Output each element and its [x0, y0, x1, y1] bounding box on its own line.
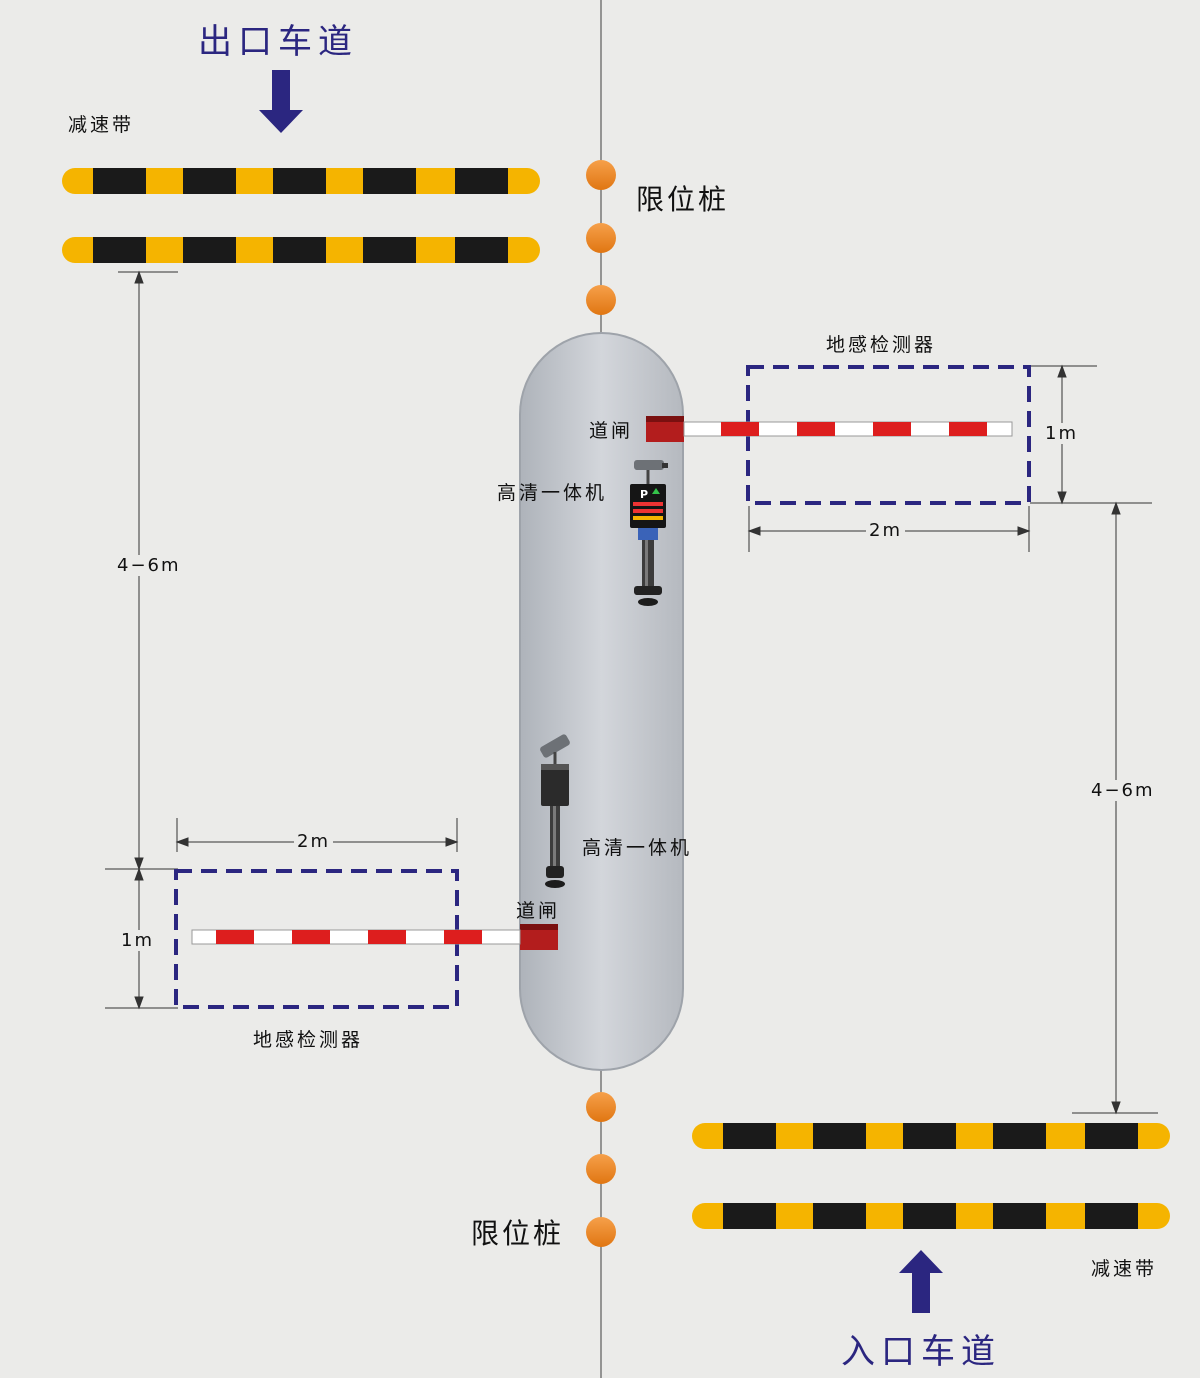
limit-post-label: 限位桩	[636, 183, 730, 216]
limit-post	[586, 1154, 616, 1184]
speed-bump	[692, 1203, 1170, 1229]
loop-detector-label: 地感检测器	[253, 1029, 364, 1051]
speed-bump	[692, 1123, 1170, 1149]
dimension-line	[105, 270, 178, 1010]
exit-lane-title: 出口车道	[198, 22, 358, 62]
hd-camera-label: 高清一体机	[582, 837, 693, 859]
hd-camera-unit	[540, 734, 570, 888]
dimension-label-1m: 1m	[118, 930, 157, 951]
speed-bump-label: 减速带	[1091, 1258, 1158, 1280]
arrow-down-icon	[259, 70, 303, 133]
barrier-gate	[646, 416, 1013, 442]
dimension-label-1m: 1m	[1042, 423, 1081, 444]
barrier-gate	[191, 924, 558, 950]
camera-icon	[540, 734, 570, 758]
hd-camera-unit: P	[630, 460, 668, 606]
camera-icon	[634, 460, 664, 470]
barrier-gate-label: 道闸	[589, 420, 634, 442]
dimension-label-2m: 2m	[866, 520, 905, 541]
svg-text:P: P	[640, 488, 648, 501]
dimension-line	[1030, 364, 1158, 1115]
limit-post	[586, 285, 616, 315]
limit-post-label: 限位桩	[471, 1217, 565, 1250]
limit-post	[586, 1217, 616, 1247]
speed-bump	[62, 237, 540, 263]
limit-post	[586, 160, 616, 190]
loop-detector-zone	[174, 869, 459, 1009]
dimension-label-2m: 2m	[294, 831, 333, 852]
arrow-up-icon	[899, 1250, 943, 1313]
speed-bump	[62, 168, 540, 194]
traffic-island	[519, 332, 684, 1071]
limit-post	[586, 1092, 616, 1122]
barrier-gate-label: 道闸	[516, 900, 561, 922]
entry-lane-title: 入口车道	[841, 1332, 1001, 1372]
loop-detector-label: 地感检测器	[826, 334, 937, 356]
dimension-label-4-6m: 4−6m	[1088, 780, 1158, 801]
limit-post	[586, 223, 616, 253]
speed-bump-label: 减速带	[68, 114, 135, 136]
dimension-label-4-6m: 4−6m	[114, 555, 184, 576]
hd-camera-label: 高清一体机	[497, 482, 608, 504]
